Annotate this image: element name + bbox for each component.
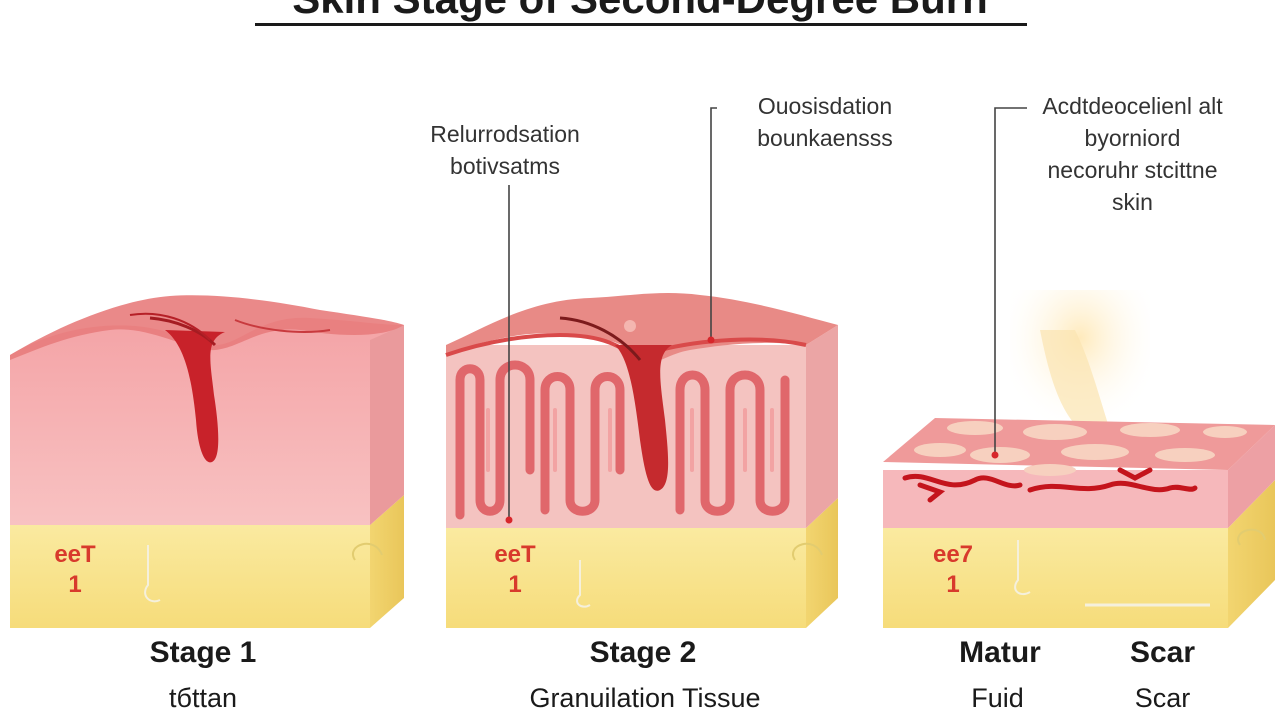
callout-dot-stage3 <box>991 451 999 459</box>
callout-stage1: Relurrodsation botivsatms <box>400 118 610 182</box>
stage3-label-right: Scar <box>1129 636 1196 669</box>
layer-tag-line: 1 <box>508 571 522 598</box>
callout-line: Relurrodsation <box>430 121 580 147</box>
callout-leader-lines <box>508 107 1027 520</box>
callout-line: skin <box>1112 189 1153 215</box>
callout-dot-stage1 <box>505 516 513 524</box>
title-underline <box>255 23 1027 26</box>
callout-line: bounkaensss <box>757 125 893 151</box>
stage1-label: Stage 1 <box>149 636 257 669</box>
layer-tag-line: ee7 <box>932 541 974 568</box>
stage3-sublabel-left: Fuid <box>971 683 1024 713</box>
stage1-sublabel: tбttan <box>168 683 237 713</box>
layer-tag-line: eeT <box>494 541 536 568</box>
stage3-skin-block <box>883 290 1275 628</box>
callout-stage3: Acdtdeocelienl alt byorniord necoruhr st… <box>1025 90 1240 218</box>
layer-tag-stage3: ee7 1 <box>918 540 988 600</box>
stage3-sublabel-right: Scar <box>1134 683 1191 713</box>
callout-line: Acdtdeocelienl alt <box>1042 93 1223 119</box>
layer-tag-line: 1 <box>946 571 960 598</box>
stage2-sublabel: Granuilation Tissue <box>529 683 761 713</box>
callout-line: botivsatms <box>450 153 560 179</box>
diagram-title: Skin Stage of Second-Degree Burn <box>0 0 1280 24</box>
layer-tag-stage2: eeT 1 <box>480 540 550 600</box>
callout-line: Ouosisdation <box>757 93 893 119</box>
stage2-label: Stage 2 <box>589 636 697 669</box>
callout-line: byorniord <box>1084 125 1181 151</box>
layer-tag-stage1: eeT 1 <box>40 540 110 600</box>
callout-stage2: Ouosisdation bounkaensss <box>725 90 925 154</box>
layer-tag-line: eeT <box>54 541 96 568</box>
layer-tag-line: 1 <box>68 571 82 598</box>
stage2-skin-block <box>445 293 838 628</box>
callout-dot-stage2 <box>707 336 715 344</box>
stage3-label-left: Matur <box>959 636 1041 669</box>
stage1-skin-block <box>10 295 404 628</box>
callout-line: necoruhr stcittne <box>1047 157 1218 183</box>
